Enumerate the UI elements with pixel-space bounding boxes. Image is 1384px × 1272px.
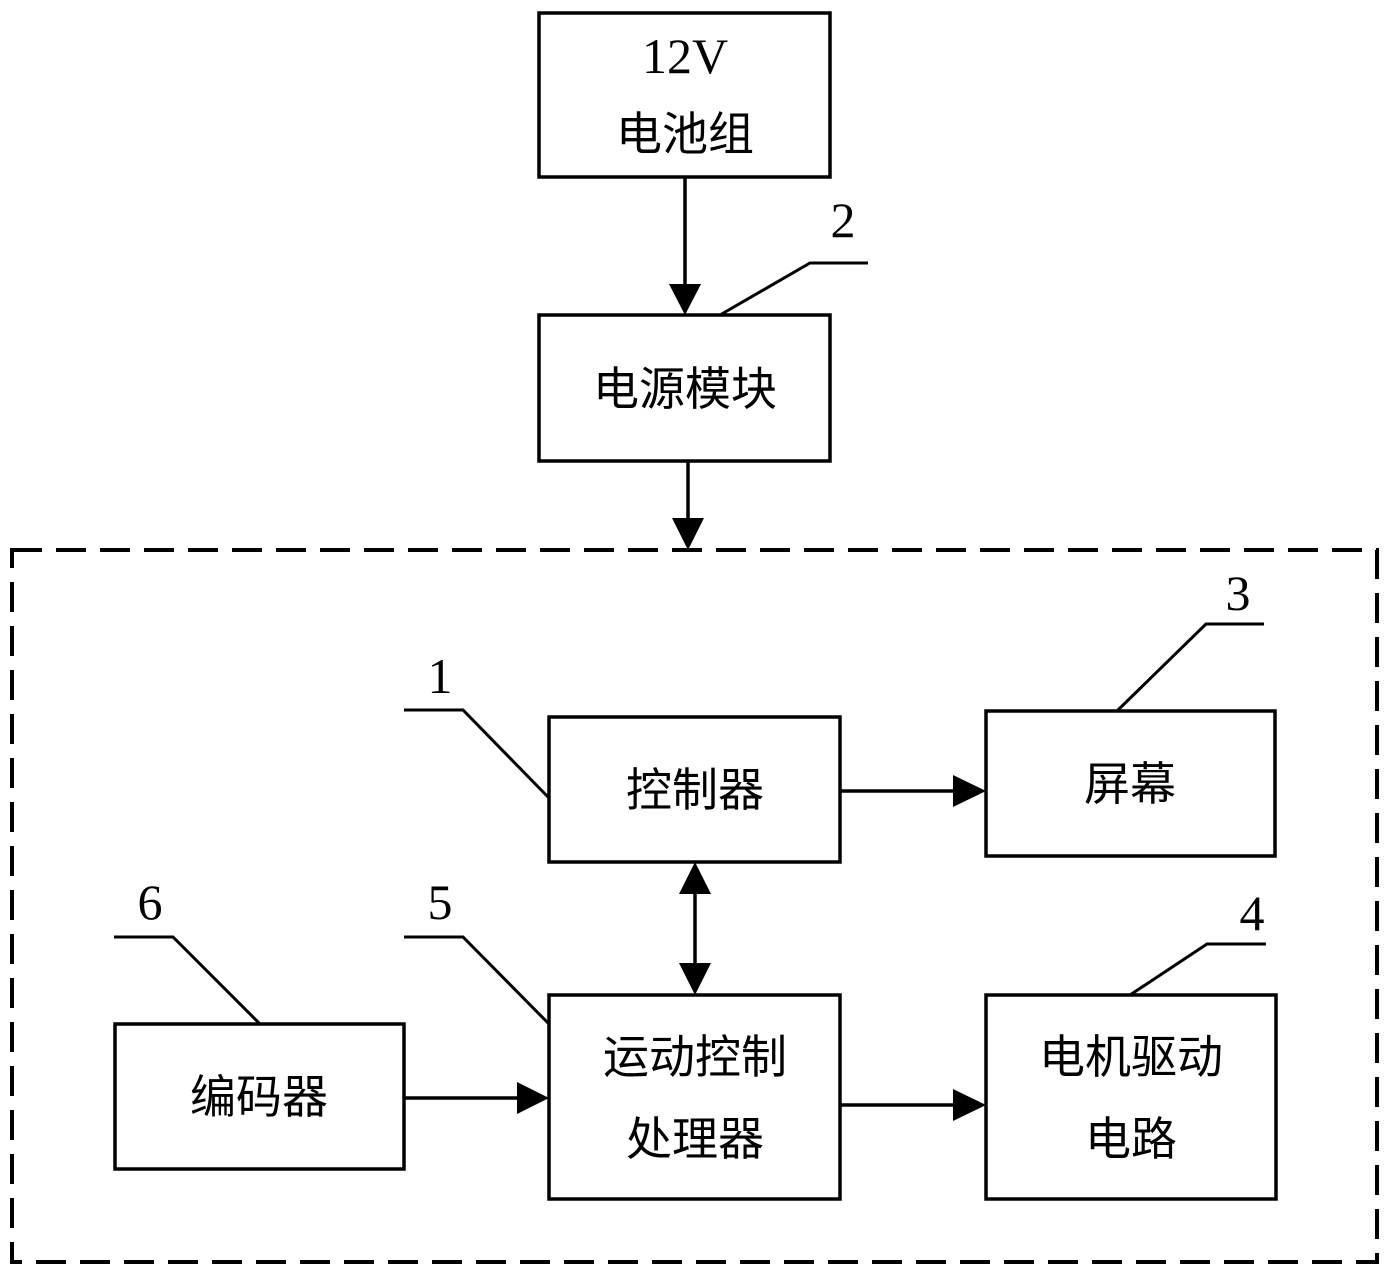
arrowhead-right <box>953 1089 986 1121</box>
power-module-box <box>537 313 832 463</box>
callout-leader <box>719 261 868 317</box>
callout-number: 2 <box>831 192 856 248</box>
power-module-node: 电源模块 <box>537 313 832 463</box>
edge-encoder-to-processor <box>404 1082 549 1114</box>
encoder-label: 编码器 <box>190 1070 328 1124</box>
arrowhead-up <box>679 862 711 894</box>
control-group-boundary <box>10 548 1379 1264</box>
arrowhead-down <box>669 284 701 315</box>
motor-driver-node: 电机驱动 电路 <box>984 993 1278 1201</box>
arrowhead-down <box>672 518 704 550</box>
power-module-label: 电源模块 <box>593 362 777 416</box>
encoder-node: 编码器 <box>113 1022 406 1171</box>
encoder-box <box>113 1022 406 1171</box>
callout-leader <box>404 708 551 800</box>
motion-processor-node: 运动控制 处理器 <box>547 993 842 1201</box>
callout-leader <box>114 935 262 1026</box>
callout-3: 3 <box>1115 565 1264 713</box>
edge-controller-to-screen <box>840 775 986 807</box>
motion-processor-label-line1: 运动控制 <box>603 1030 787 1084</box>
callout-number: 5 <box>428 874 453 930</box>
motion-processor-label-line2: 处理器 <box>626 1112 764 1166</box>
callout-2: 2 <box>719 192 868 317</box>
arrowhead-right <box>517 1082 549 1114</box>
arrowhead-down <box>679 963 711 995</box>
callout-number: 4 <box>1240 885 1265 941</box>
callout-1: 1 <box>404 648 551 800</box>
screen-node: 屏幕 <box>984 709 1277 858</box>
controller-label: 控制器 <box>626 763 764 817</box>
screen-box <box>984 709 1277 858</box>
callout-leader <box>1129 942 1266 997</box>
edge-battery-to-power <box>669 177 701 315</box>
callout-leader <box>404 935 551 1026</box>
callout-6: 6 <box>114 874 262 1026</box>
callout-number: 1 <box>428 648 453 704</box>
motion-processor-box <box>547 993 842 1201</box>
arrowhead-right <box>953 775 986 807</box>
controller-node: 控制器 <box>547 715 842 864</box>
battery-label-line2: 电池组 <box>616 107 754 161</box>
battery-node: 12V 电池组 <box>537 11 832 179</box>
callout-number: 3 <box>1226 565 1251 621</box>
motor-driver-label-line2: 电路 <box>1085 1112 1177 1166</box>
callout-leader <box>1115 622 1264 713</box>
edge-power-to-group <box>672 461 704 550</box>
screen-label: 屏幕 <box>1084 757 1176 811</box>
motor-driver-label-line1: 电机驱动 <box>1039 1030 1223 1084</box>
edge-processor-to-motor <box>840 1089 986 1121</box>
controller-box <box>547 715 842 864</box>
battery-label-line1: 12V <box>642 28 728 84</box>
edge-controller-motion-processor <box>679 862 711 995</box>
callout-5: 5 <box>404 874 551 1026</box>
callout-number: 6 <box>138 874 163 930</box>
callout-4: 4 <box>1129 885 1266 997</box>
motor-driver-box <box>984 993 1278 1201</box>
